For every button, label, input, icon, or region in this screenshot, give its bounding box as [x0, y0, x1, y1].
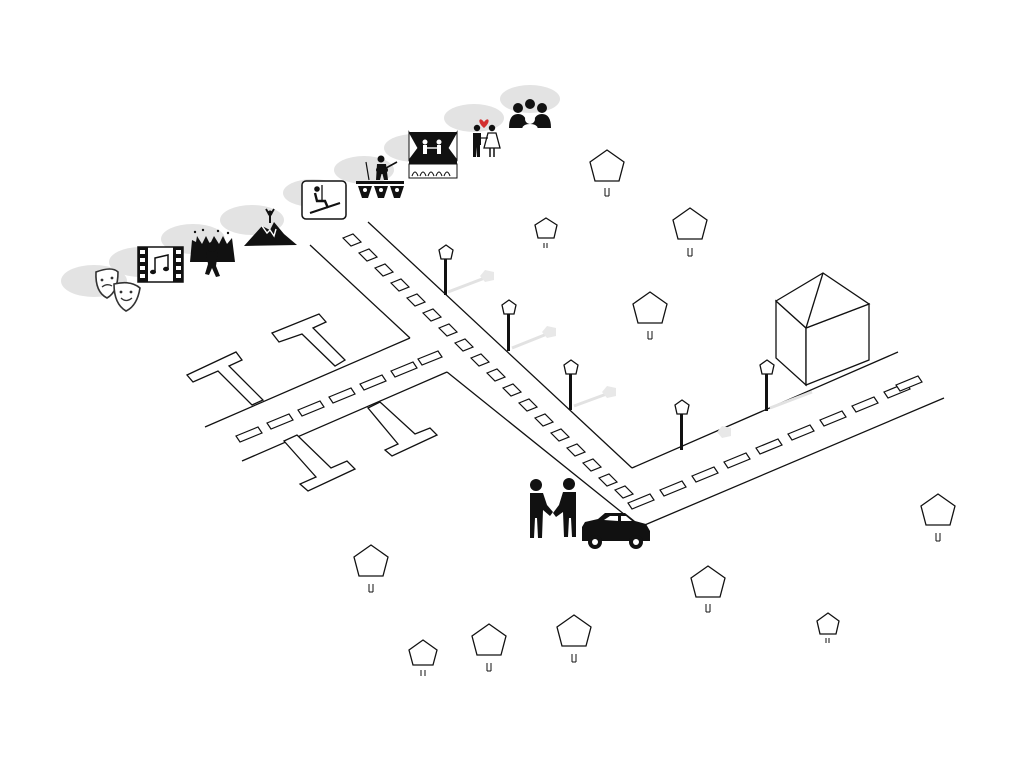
theater-masks-icon: [95, 268, 141, 312]
road-network: [204, 221, 945, 528]
street-lamp: [674, 399, 731, 450]
tree: [690, 565, 726, 613]
tree: [920, 493, 956, 542]
tree: [816, 612, 840, 643]
tree: [632, 291, 668, 340]
tree: [534, 217, 558, 248]
trees: [353, 149, 956, 676]
parking-marker: [270, 313, 347, 367]
tree: [556, 614, 592, 663]
street-lamp: [563, 359, 616, 410]
street-lamps: [438, 244, 813, 450]
lane-markings-left: [235, 350, 443, 443]
stage-performance-icon: [408, 130, 458, 179]
activity-icon-row: [61, 85, 560, 312]
mountain-summit-icon: [244, 208, 297, 246]
street-lamp: [438, 244, 494, 295]
ski-lift-icon: [301, 180, 347, 220]
house-icon: [774, 272, 871, 387]
handshake-icon: [530, 478, 576, 538]
car-icon: [582, 513, 650, 549]
tree: [408, 639, 438, 676]
lane-markings-right: [627, 375, 923, 510]
street-lamp: [501, 299, 556, 351]
tree: [471, 623, 507, 672]
wedding-couple-icon: [473, 119, 501, 157]
street-lamp: [759, 359, 813, 411]
group-people-icon: [509, 99, 551, 130]
tree: [353, 544, 389, 593]
live-concert-icon: [356, 155, 404, 198]
parking-marker: [366, 401, 439, 457]
tree: [589, 149, 625, 197]
party-crowd-icon: [190, 228, 235, 277]
music-film-icon: [137, 246, 184, 283]
parking-marker: [282, 434, 357, 492]
tree: [672, 207, 708, 257]
parking-markers: [185, 313, 439, 492]
lane-markings-main: [341, 233, 635, 499]
parking-marker: [185, 351, 265, 406]
